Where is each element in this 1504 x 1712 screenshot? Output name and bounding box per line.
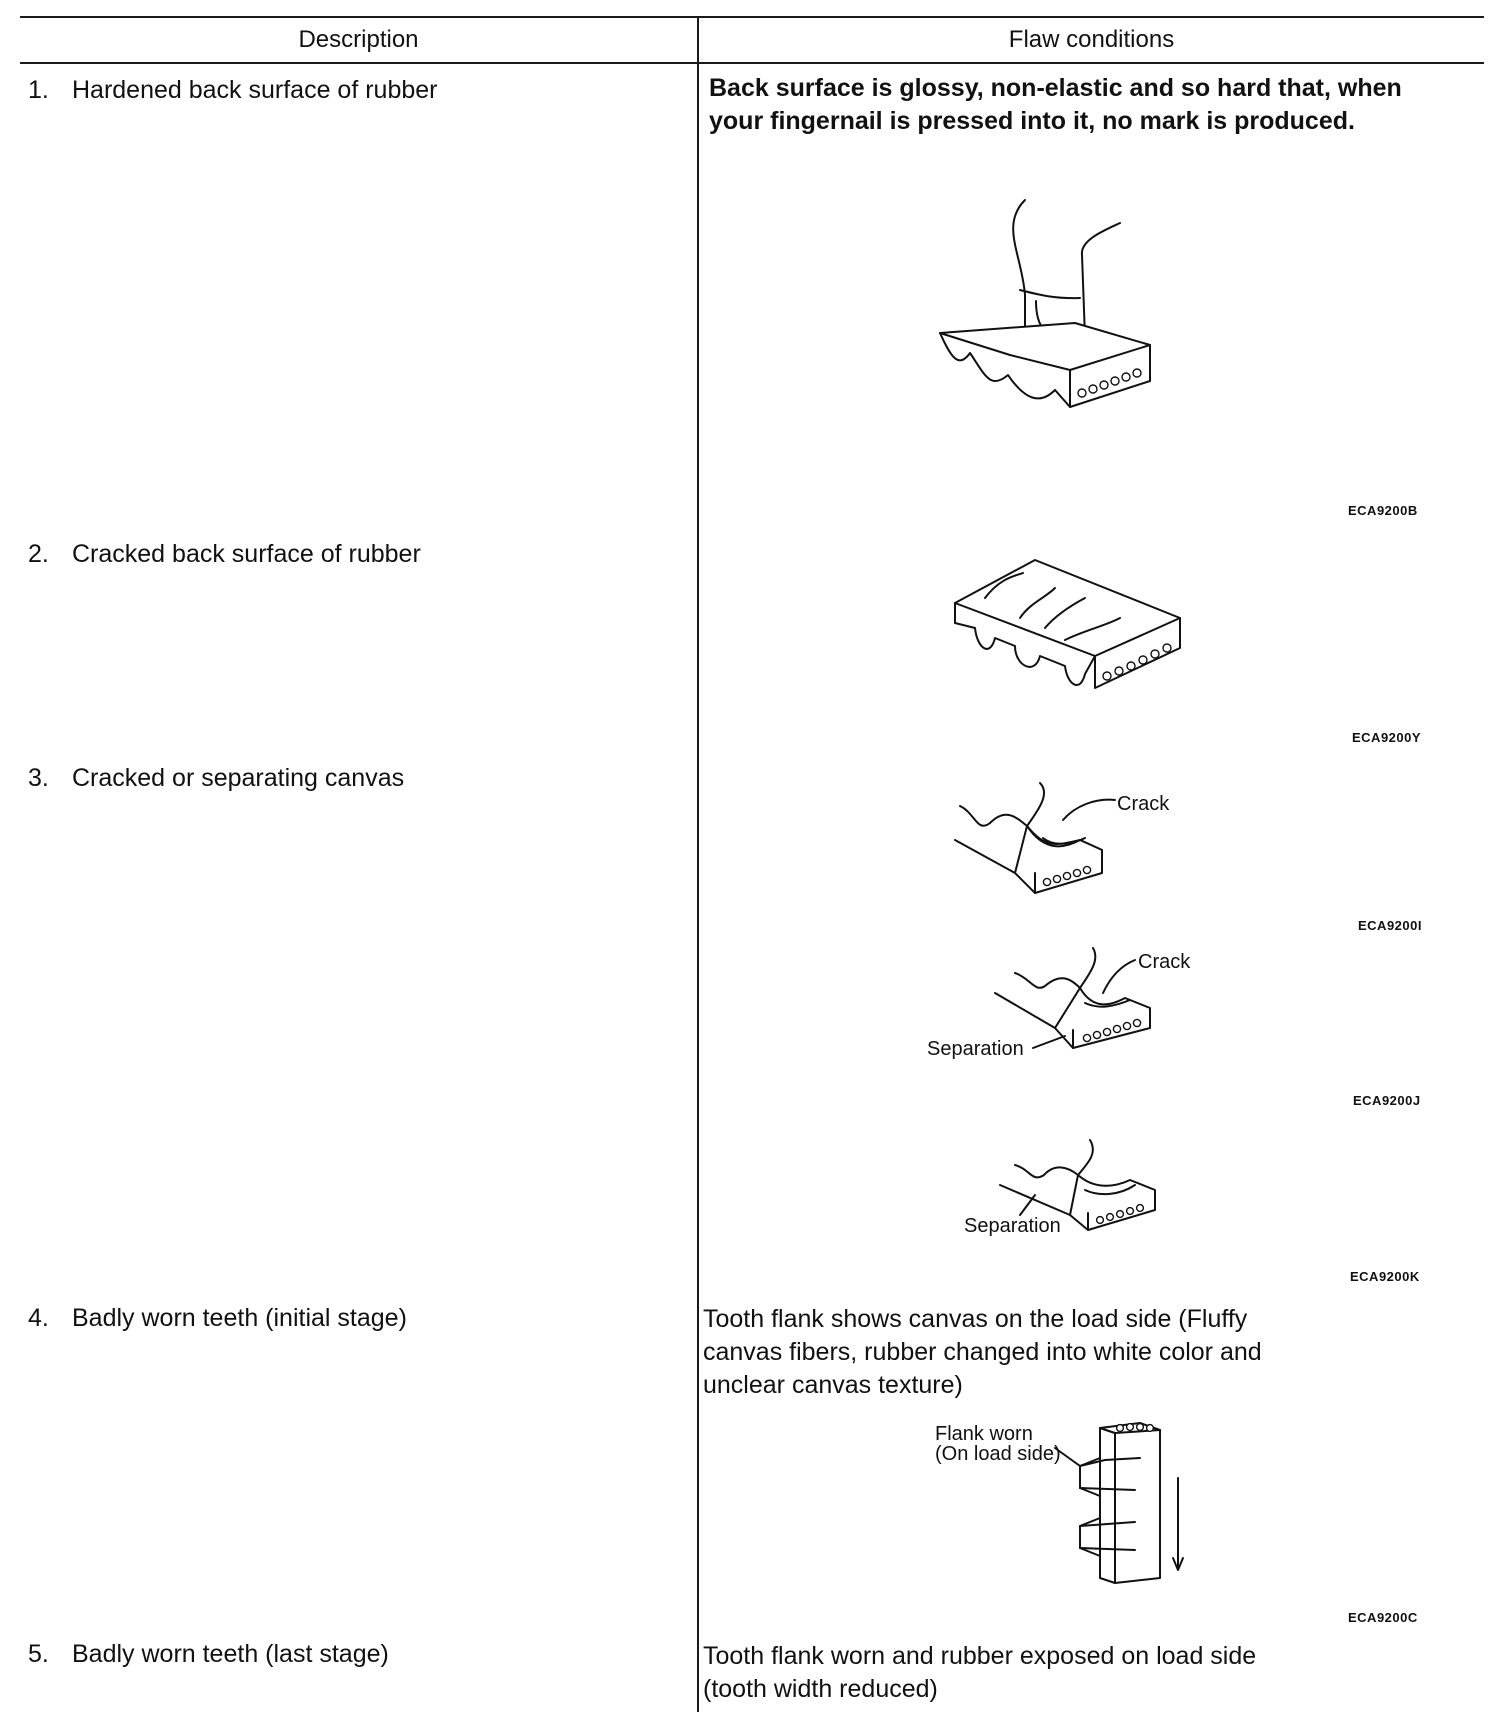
figure-code: ECA9200I: [1358, 918, 1422, 933]
item-number: 5.: [28, 1640, 49, 1668]
condition-text: Tooth flank worn and rubber exposed on l…: [703, 1642, 1257, 1703]
description-item: 3. Cracked or separating canvas: [28, 764, 404, 793]
item-text: Badly worn teeth (last stage): [72, 1640, 389, 1668]
item-number: 1.: [28, 76, 49, 104]
item-number: 3.: [28, 764, 49, 792]
header-description: Description: [298, 26, 419, 53]
figure-code: ECA9200Y: [1352, 730, 1422, 745]
description-item: 4. Badly worn teeth (initial stage): [28, 1304, 407, 1333]
crack-label: Crack: [1117, 793, 1170, 815]
worn-teeth-belt-figure: Flank worn (On load side): [930, 1418, 1210, 1603]
description-item: 2. Cracked back surface of rubber: [28, 540, 421, 569]
condition-text: Tooth flank shows canvas on the load sid…: [703, 1305, 1262, 1399]
separation-label: Separation: [927, 1038, 1024, 1060]
column-divider: [697, 16, 699, 1712]
item-number: 4.: [28, 1304, 49, 1332]
item-text: Cracked back surface of rubber: [72, 540, 421, 568]
item-number: 2.: [28, 540, 49, 568]
cracked-back-belt-figure: [945, 548, 1185, 713]
figure-code: ECA9200C: [1348, 1610, 1418, 1625]
figure-code: ECA9200B: [1348, 503, 1418, 518]
crack-belt-figure: Crack: [954, 778, 1195, 903]
hardened-belt-figure: [930, 195, 1170, 440]
description-item: 5. Badly worn teeth (last stage): [28, 1640, 389, 1669]
flank-worn-label: Flank worn: [935, 1423, 1033, 1445]
header-bottom-rule: [20, 62, 1484, 64]
condition-text: Back surface is glossy, non-elastic and …: [709, 74, 1402, 135]
figure-code: ECA9200K: [1350, 1269, 1420, 1284]
item-text: Badly worn teeth (initial stage): [72, 1304, 407, 1332]
figure-code: ECA9200J: [1353, 1093, 1421, 1108]
crack-label: Crack: [1138, 951, 1191, 973]
item-text: Hardened back surface of rubber: [72, 76, 438, 104]
load-side-label: (On load side): [935, 1443, 1061, 1465]
crack-separation-belt-figure: Crack Separation: [925, 947, 1205, 1073]
separation-label: Separation: [964, 1215, 1061, 1237]
item-text: Cracked or separating canvas: [72, 764, 405, 792]
description-item: 1. Hardened back surface of rubber: [28, 76, 438, 105]
table-top-rule: [20, 16, 1484, 18]
separation-belt-figure: Separation: [960, 1125, 1220, 1250]
header-flaw-conditions: Flaw conditions: [1008, 26, 1175, 53]
